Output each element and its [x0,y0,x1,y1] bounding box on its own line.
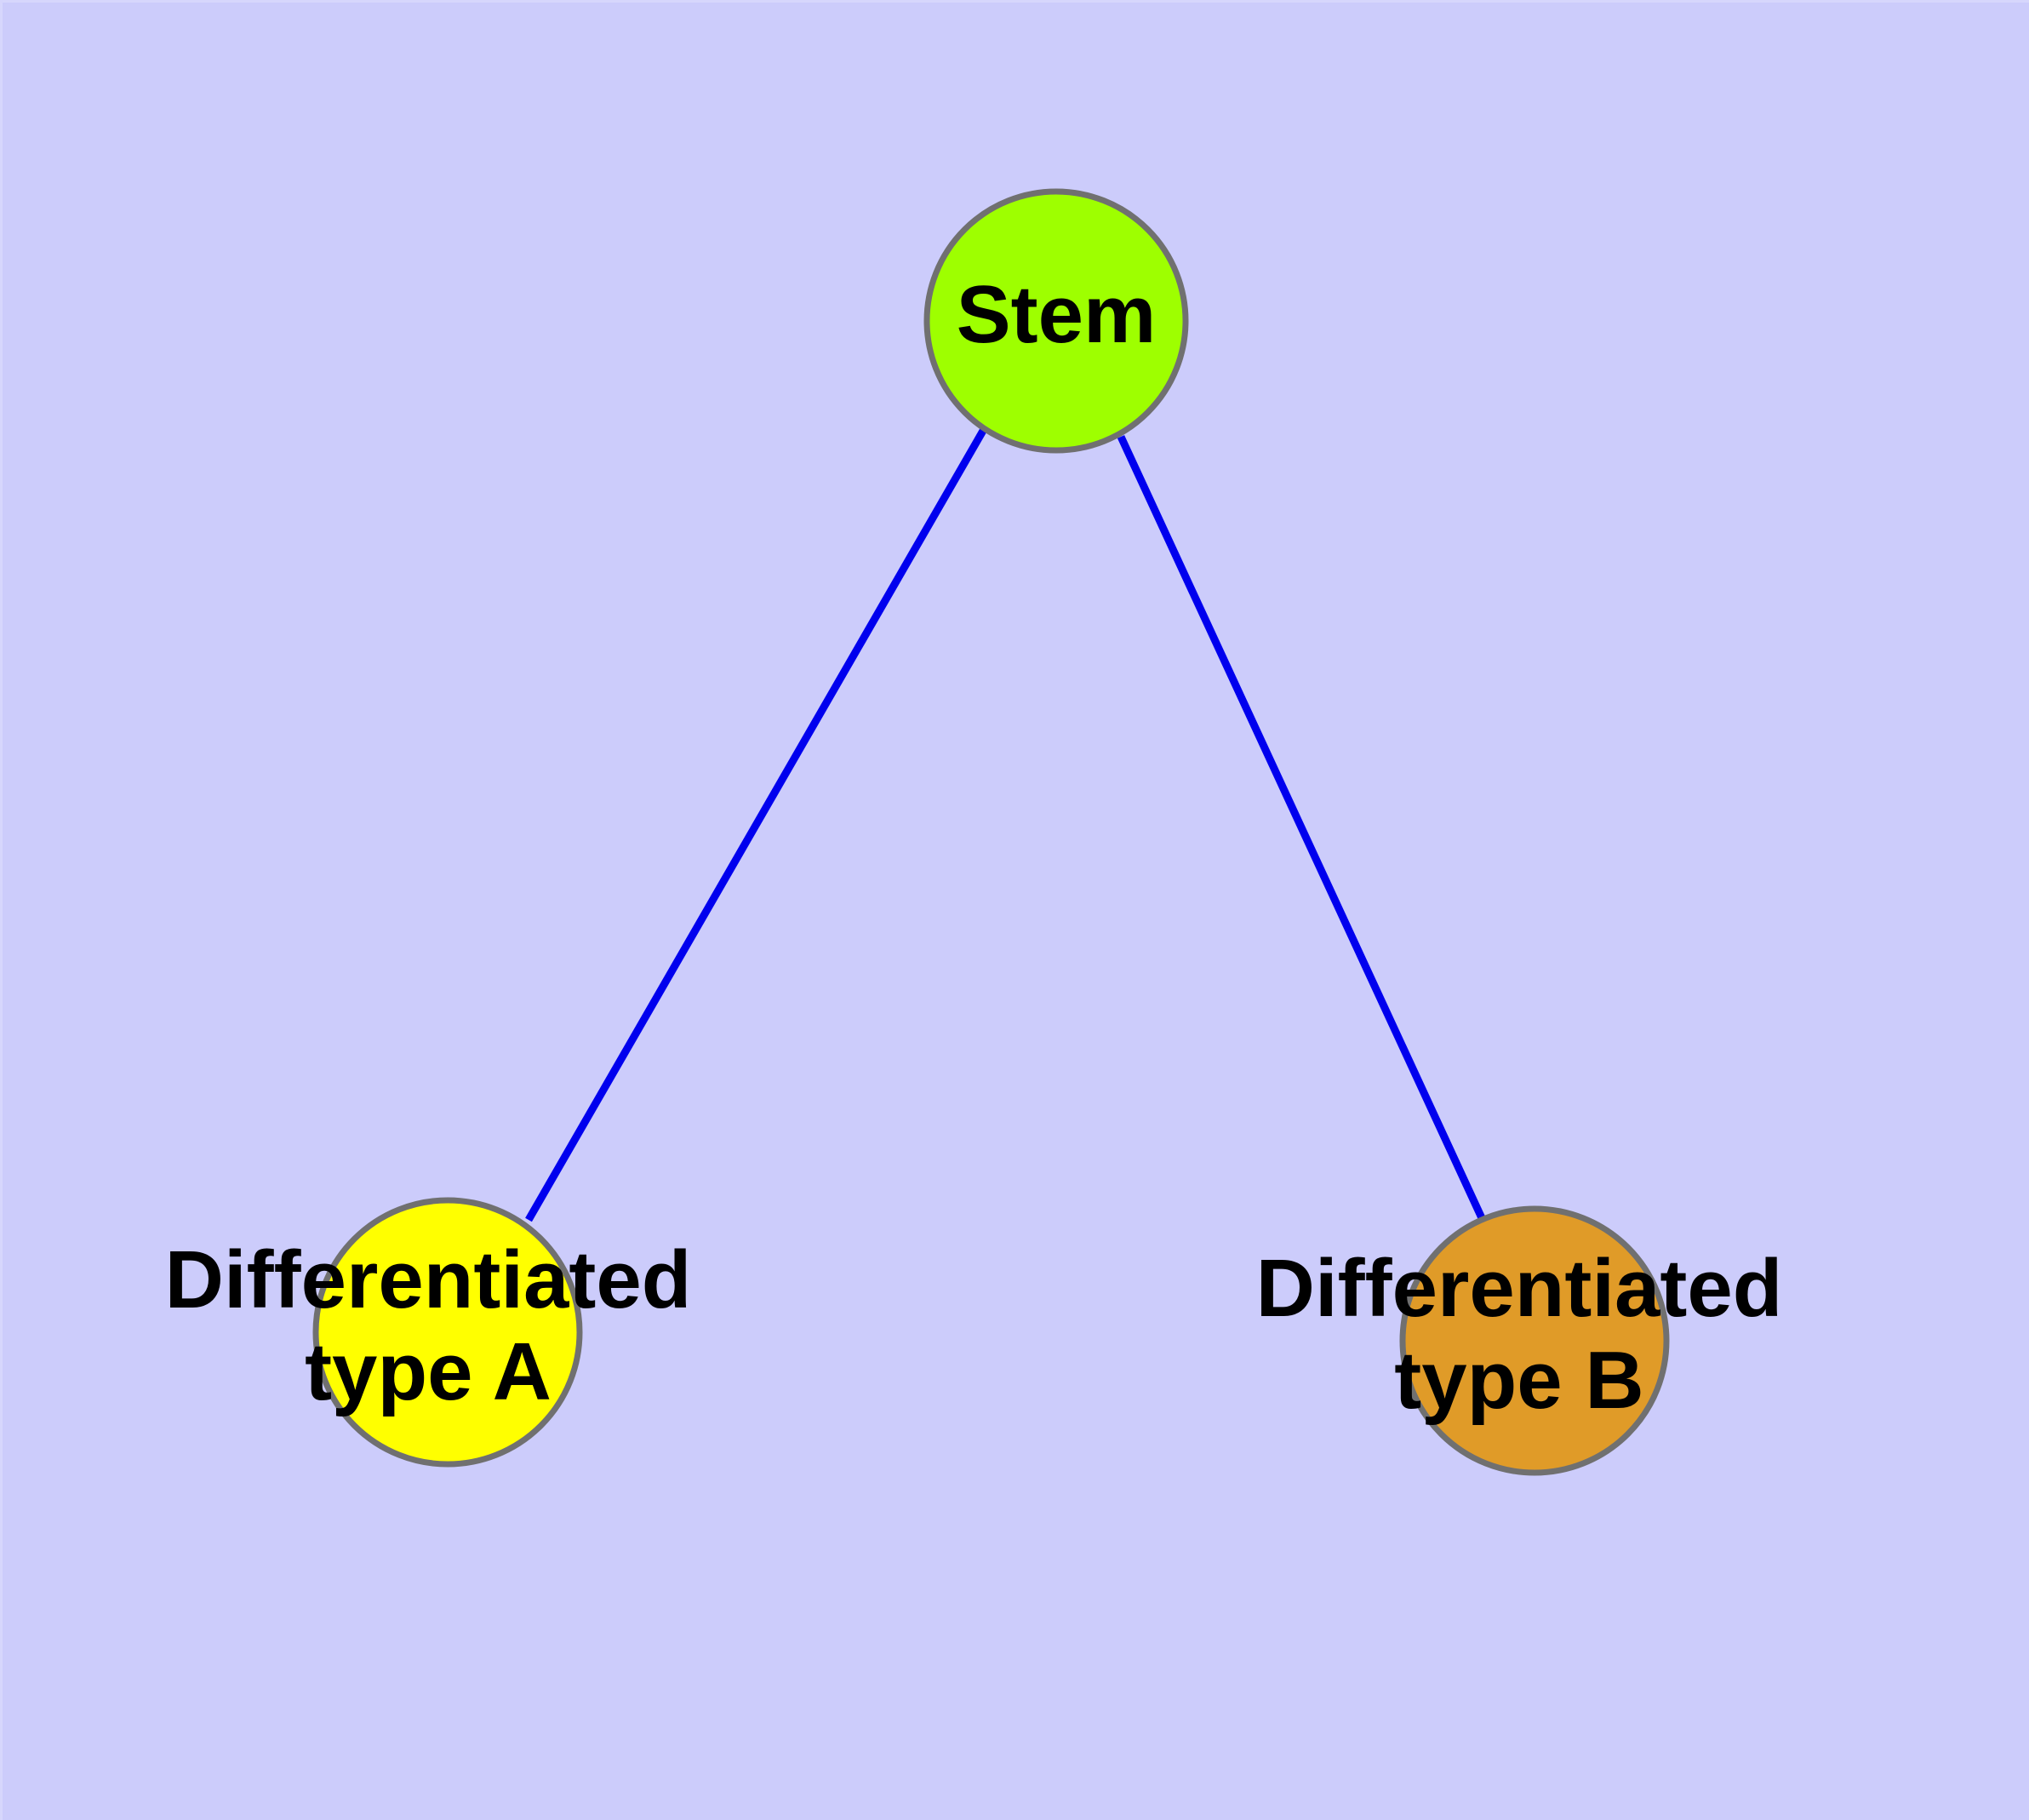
edge-group [525,428,1487,1222]
node-stem[interactable]: Stem [923,188,1189,454]
edge-stem-to-differentiated-b[interactable] [1117,435,1487,1222]
node-stem-circle[interactable] [923,188,1189,454]
label-line: type B [1394,1335,1643,1426]
label-line: Differentiated [1256,1243,1783,1334]
node-differentiated-b-circle[interactable] [1399,1205,1670,1476]
node-differentiated-b[interactable] [1399,1205,1670,1476]
label-line: Stem [957,269,1157,360]
node-differentiated-a[interactable] [312,1197,583,1468]
label-line: Differentiated [165,1234,692,1325]
edge-stem-to-differentiated-a[interactable] [525,428,986,1222]
node-differentiated-a-circle[interactable] [312,1197,583,1468]
node-stem-label: Stem [957,269,1157,360]
label-line: type A [305,1326,552,1417]
